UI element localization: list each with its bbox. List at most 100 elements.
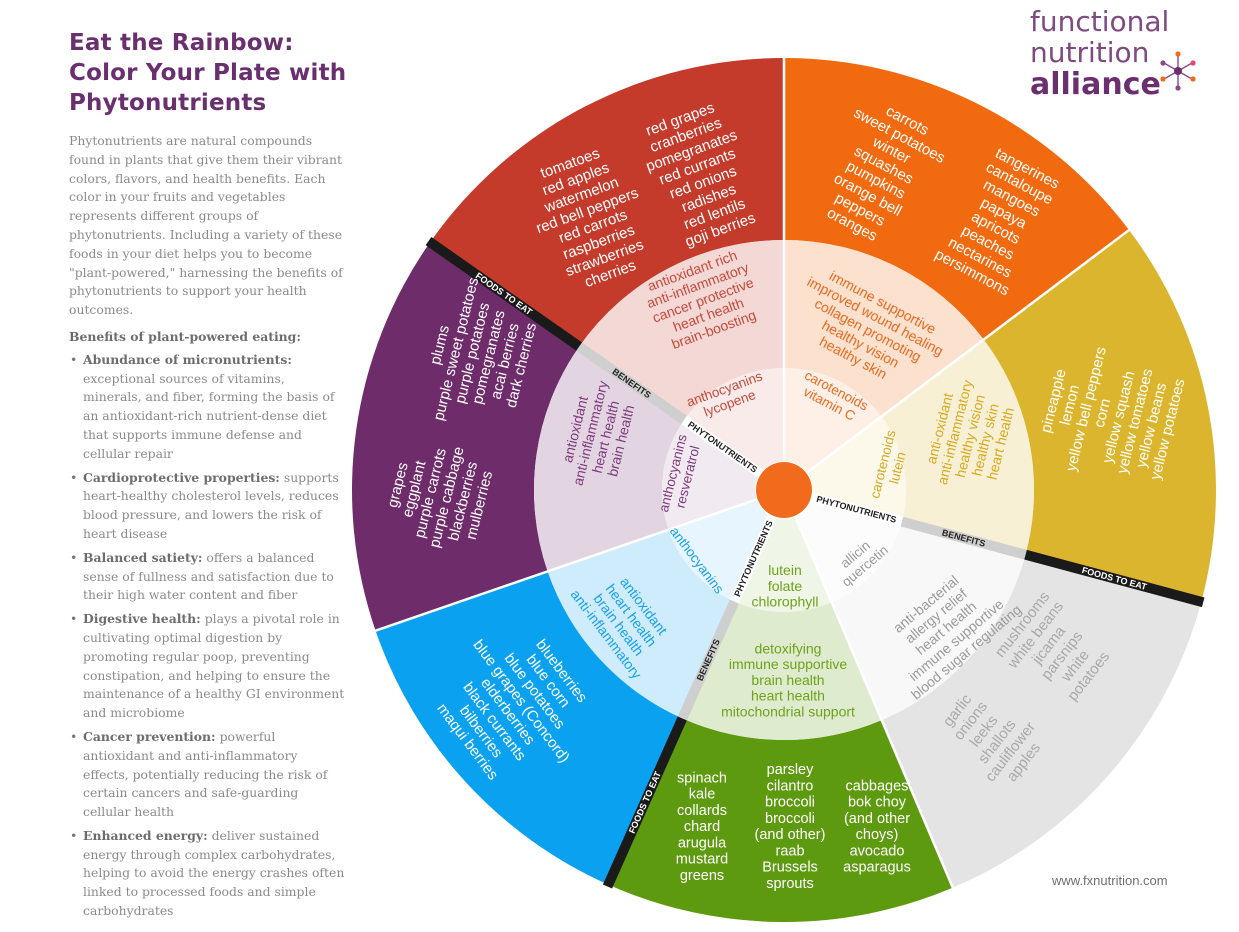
benefit-text: exceptional sources of vitamins, mineral… [83, 370, 335, 461]
text-line: raab [775, 843, 804, 859]
logo-line-3: alliance [1030, 67, 1161, 102]
text-line: parsley [767, 762, 814, 778]
text-line: greens [680, 868, 724, 884]
text-line: heart health [751, 688, 825, 704]
benefit-text: offers a balanced sense of fullness and … [83, 549, 334, 603]
yellow-benefits-wedge [881, 339, 1034, 555]
list-item: Cardioprotective properties: supports he… [70, 469, 345, 544]
red-benefits-wedge [579, 240, 784, 421]
text-line: mitochondrial support [721, 703, 855, 719]
list-item: Abundance of micronutrients: exceptional… [70, 351, 345, 464]
text-line: sprouts [766, 876, 814, 892]
logo-line-2: nutrition [1030, 36, 1150, 69]
wedge-divider [805, 227, 1132, 475]
text-line: broccoli [765, 811, 815, 827]
purple-foods-wedge [352, 242, 580, 631]
list-item: Digestive health: plays a pivotal role i… [70, 610, 345, 723]
red-phyto-wedge [684, 367, 784, 474]
foods-ring-band [602, 716, 687, 889]
text-line: chard [684, 819, 720, 835]
yellow-foods-wedge [983, 230, 1216, 602]
benefits-ring-band [900, 516, 1027, 560]
benefit-term: Cancer prevention: [83, 728, 216, 744]
green-foods-list: spinachkalecollardschardarugulamustardgr… [676, 770, 728, 883]
green-phyto-wedge [734, 516, 832, 612]
benefit-text: supports heart-healthy cholesterol level… [83, 469, 339, 541]
blue-benefits-wedge [547, 529, 735, 719]
text-line: collards [677, 803, 727, 819]
list-item: Enhanced energy: deliver sustained energ… [70, 827, 345, 921]
blue-phyto-wedge [668, 499, 773, 602]
text-line: broccoli [765, 795, 815, 811]
orange-benefits-wedge [784, 240, 984, 417]
benefits-ring-band [576, 342, 687, 425]
phyto-ring-band [809, 492, 904, 527]
white-foods-list: garliconionsleeksshallotscauliflowerappl… [940, 691, 1044, 785]
text-line: Brussels [762, 860, 818, 876]
text-line: cabbages [846, 778, 909, 794]
text-line: cilantro [767, 778, 814, 794]
text-line: asparagus [843, 860, 911, 876]
benefits-ring-band [677, 599, 739, 721]
text-line: mustard [676, 852, 728, 868]
center-circle [756, 462, 812, 518]
page-title: Eat the Rainbow: Color Your Plate with P… [69, 28, 549, 118]
red-foods-wedge [430, 57, 784, 347]
text-line: arugula [678, 835, 727, 851]
intro-panel: Phytonutrients are natural compounds fou… [69, 132, 345, 926]
text-line: brain health [751, 672, 824, 688]
phyto-ring-band [681, 415, 764, 479]
orange-foods-wedge [784, 58, 1130, 340]
foods-ring-band [425, 236, 583, 351]
green-foods-wedge [608, 718, 953, 922]
text-line: avocado [850, 843, 905, 859]
text-line: (and other [844, 811, 910, 827]
list-item: Cancer prevention: powerful antioxidant … [70, 728, 345, 822]
benefit-term: Digestive health: [83, 611, 201, 627]
orange-phyto-wedge [784, 368, 882, 473]
text-line: corn [1091, 397, 1115, 429]
text-line: folate [768, 578, 802, 594]
logo-line-1: functional [1030, 5, 1170, 38]
list-item: Balanced satiety: offers a balanced sens… [70, 549, 345, 605]
text-line: lutein [768, 562, 801, 578]
white-phyto-wedge [795, 497, 902, 603]
text-line: detoxifying [755, 641, 822, 657]
text-line: kale [689, 787, 716, 803]
phyto-ring-band [729, 513, 778, 604]
benefit-term: Abundance of micronutrients: [83, 351, 292, 367]
benefit-text: plays a pivotal role in cultivating opti… [83, 611, 345, 721]
benefits-heading: Benefits of plant-powered eating: [69, 328, 301, 344]
purple-benefits-wedge [534, 346, 685, 572]
blue-foods-wedge [375, 571, 683, 885]
logo: functional nutrition alliance [1030, 6, 1230, 102]
text-line: choys) [856, 827, 899, 843]
white-benefits-wedge [831, 521, 1026, 721]
yellow-phyto-wedge [807, 416, 906, 522]
white-foods-wedge [881, 554, 1202, 888]
text-line: immune supportive [729, 656, 847, 672]
text-line: bok choy [848, 795, 907, 811]
starburst-icon [1160, 51, 1196, 91]
wedge-divider [793, 515, 955, 890]
benefits-list: Abundance of micronutrients: exceptional… [69, 351, 345, 921]
green-benefits-wedge [682, 601, 882, 741]
red-benefits-list: antioxidant richanti-inflammatorycancer … [644, 247, 758, 352]
title-line-1: Eat the Rainbow: [69, 30, 294, 56]
text-line: (and other) [755, 827, 826, 843]
intro-text: Phytonutrients are natural compounds fou… [69, 133, 343, 318]
benefit-term: Enhanced energy: [83, 827, 208, 843]
benefit-text: deliver sustained energy through complex… [83, 827, 345, 919]
purple-phyto-wedge [661, 420, 761, 530]
benefit-term: Balanced satiety: [83, 549, 203, 565]
text-line: spinach [677, 770, 727, 786]
text-line: chlorophyll [752, 594, 819, 610]
